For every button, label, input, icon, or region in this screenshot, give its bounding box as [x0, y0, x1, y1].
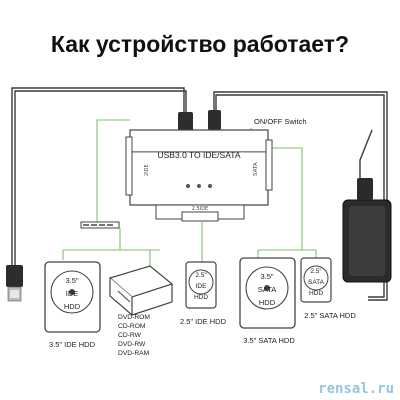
- drive-optical: DVD-ROM CD-ROM CD-RW DVD-RW DVD-RAM: [108, 265, 174, 357]
- sata25-name1: SATA: [308, 279, 325, 286]
- ide35-badge: 3.5": [65, 276, 78, 285]
- port-label-bottom: 2.5IDE: [192, 206, 208, 212]
- status-led-2: [197, 184, 201, 188]
- watermark: rensal.ru: [318, 381, 394, 397]
- ide35-name1: IDE: [66, 289, 79, 298]
- sata35-name2: HDD: [259, 298, 276, 307]
- link-sata: [258, 147, 303, 251]
- sata35-caption: 3.5" SATA HDD: [243, 336, 295, 345]
- ide25-badge: 2.5": [195, 272, 207, 279]
- ide35-caption: 3.5" IDE HDD: [49, 340, 96, 349]
- usb-cable: [11, 87, 185, 265]
- optical-item-5: DVD-RAM: [118, 350, 150, 357]
- sata35-name1: SATA: [258, 285, 276, 294]
- cables: [11, 87, 388, 301]
- ide25-caption: 2.5" IDE HDD: [180, 317, 227, 326]
- device-label: USB3.0 TO IDE/SATA: [158, 150, 241, 160]
- drive-sata25: 2.5" SATA HDD 2.5" SATA HDD: [300, 257, 356, 320]
- status-led-3: [208, 184, 212, 188]
- optical-item-2: CD-ROM: [118, 323, 146, 330]
- port-label-left: 2IDE: [144, 164, 150, 176]
- sata35-badge: 3.5": [260, 272, 273, 281]
- drive-ide25: 2.5" IDE HDD 2.5" IDE HDD: [180, 261, 227, 326]
- optical-item-3: CD-RW: [118, 332, 142, 339]
- switch-label: ON/OFF Switch: [254, 117, 307, 126]
- link-lines: [62, 119, 317, 270]
- status-led-1: [186, 184, 190, 188]
- ide25-name2: HDD: [194, 294, 208, 301]
- ide35-name2: HDD: [64, 302, 81, 311]
- page-title: Как устройство работает?: [51, 31, 349, 57]
- drive-sata35: 3.5" SATA HDD 3.5" SATA HDD: [239, 257, 296, 345]
- power-adapter: [342, 178, 392, 283]
- usb-a-plug: [6, 265, 23, 302]
- sata25-name2: HDD: [309, 290, 323, 297]
- power-cable: [213, 91, 388, 301]
- link-ide35: [96, 119, 130, 228]
- adapter-device: USB3.0 TO IDE/SATA 2IDE SATA 2.5IDE: [125, 129, 273, 222]
- port-label-right: SATA: [253, 162, 259, 176]
- sata25-badge: 2.5": [310, 268, 322, 275]
- sata25-caption: 2.5" SATA HDD: [304, 311, 356, 320]
- ide25-name1: IDE: [196, 283, 208, 290]
- optical-item-1: DVD-ROM: [118, 314, 150, 321]
- optical-item-4: DVD-RW: [118, 341, 146, 348]
- drive-ide35: 3.5" IDE HDD 3.5" IDE HDD: [44, 261, 101, 349]
- molex-cable: [80, 221, 120, 229]
